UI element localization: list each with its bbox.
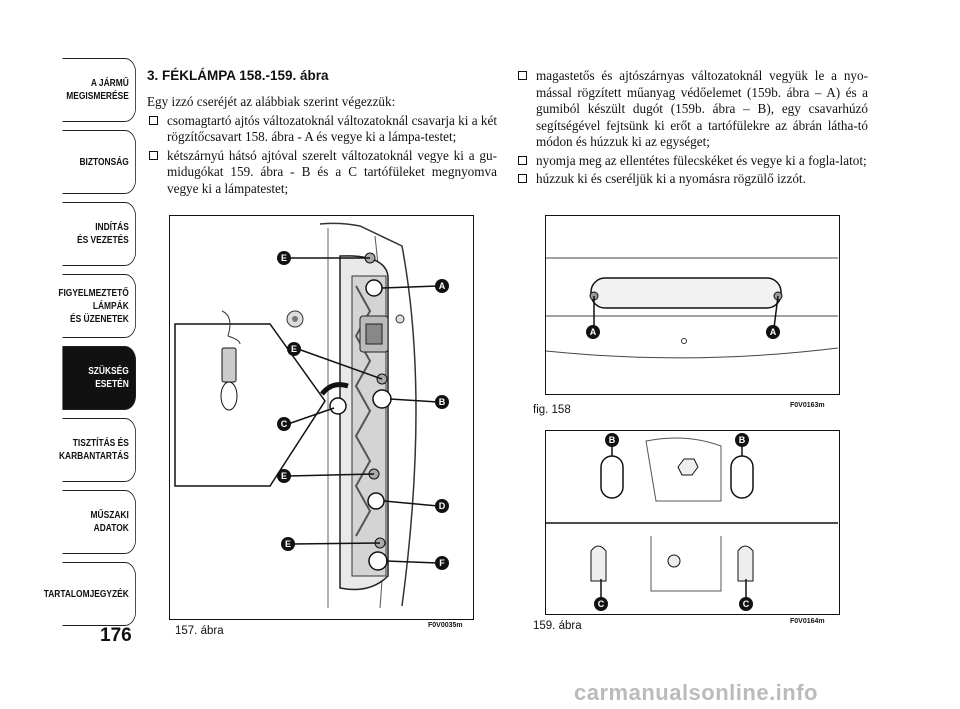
figure-158: A A	[545, 215, 840, 395]
checkbox-bullet-icon	[518, 155, 527, 165]
tail-lamp-illustration: E A E B C E D E F	[174, 222, 449, 609]
bullet-text: magastetős és ajtószárnyas változatoknál…	[536, 68, 868, 149]
tab-warning-lights[interactable]: FIGYELMEZTETŐ LÁMPÁK ÉS ÜZENETEK	[58, 274, 136, 338]
checkbox-bullet-icon	[149, 115, 158, 125]
callout-label: A	[439, 281, 446, 291]
callout-label: C	[743, 599, 750, 609]
tab-safety[interactable]: BIZTONSÁG	[62, 130, 136, 194]
brake-lamp-illustration: A A	[545, 257, 839, 359]
callout-label: C	[281, 419, 288, 429]
figure-157-code: F0V0035m	[428, 622, 463, 629]
callout-label: E	[281, 253, 287, 263]
watermark: carmanualsonline.info	[574, 680, 818, 705]
door-lamp-illustration: B B C C	[546, 433, 838, 611]
checkbox-bullet-icon	[149, 150, 158, 160]
tab-emergency[interactable]: SZÜKSÉG ESETÉN	[62, 346, 136, 410]
list-item: kétszárnyú hátsó ajtóval szerelt változa…	[147, 148, 497, 198]
bullet-text: húzzuk ki és cseréljük ki a nyomásra rög…	[536, 171, 806, 186]
figure-157: E A E B C E D E F	[169, 215, 474, 620]
list-item: húzzuk ki és cseréljük ki a nyomásra rög…	[516, 171, 868, 188]
bullet-text: csomagtartó ajtós változatoknál változat…	[167, 112, 497, 145]
callout-label: E	[291, 344, 297, 354]
figure-159: B B C C	[545, 430, 840, 615]
list-item: magastetős és ajtószárnyas változatoknál…	[516, 68, 868, 151]
right-text-column: magastetős és ajtószárnyas változatoknál…	[516, 68, 868, 190]
callout-label: F	[439, 558, 445, 568]
callout-label: A	[770, 327, 777, 337]
section-heading: 3. FÉKLÁMPA 158.-159. ábra	[147, 68, 329, 83]
callout-label: B	[609, 435, 616, 445]
list-item: csomagtartó ajtós változatoknál változat…	[147, 113, 497, 146]
tab-starting-driving[interactable]: INDÍTÁS ÉS VEZETÉS	[62, 202, 136, 266]
figure-158-code: F0V0163m	[790, 402, 825, 409]
callout-label: C	[598, 599, 605, 609]
callout-label: E	[281, 471, 287, 481]
checkbox-bullet-icon	[518, 71, 527, 80]
bullet-text: kétszárnyú hátsó ajtóval szerelt változa…	[167, 147, 497, 196]
figure-158-caption: fig. 158	[533, 404, 571, 416]
intro-text: Egy izzó cseréjét az alábbiak szerint vé…	[147, 94, 396, 109]
list-item: nyomja meg az ellentétes fülecskéket és …	[516, 153, 868, 170]
tab-cleaning-maintenance[interactable]: TISZTÍTÁS ÉS KARBANTARTÁS	[59, 418, 136, 482]
callout-label: A	[590, 327, 597, 337]
figure-157-caption: 157. ábra	[175, 625, 224, 637]
bullet-text: nyomja meg az ellentétes fülecskéket és …	[536, 152, 867, 168]
tab-technical-data[interactable]: MŰSZAKI ADATOK	[62, 490, 136, 554]
tab-index[interactable]: TARTALOMJEGYZÉK	[44, 562, 136, 626]
figure-159-code: F0V0164m	[790, 618, 825, 625]
checkbox-bullet-icon	[518, 174, 527, 183]
callout-label: B	[439, 397, 446, 407]
page-number: 176	[100, 625, 132, 646]
callout-label: D	[439, 501, 446, 511]
left-text-column: Egy izzó cseréjét az alábbiak szerint vé…	[147, 94, 497, 199]
callout-label: E	[285, 539, 291, 549]
tab-vehicle-overview[interactable]: A JÁRMŰ MEGISMERÉSE	[62, 58, 136, 122]
figure-159-caption: 159. ábra	[533, 620, 582, 632]
callout-label: B	[739, 435, 746, 445]
